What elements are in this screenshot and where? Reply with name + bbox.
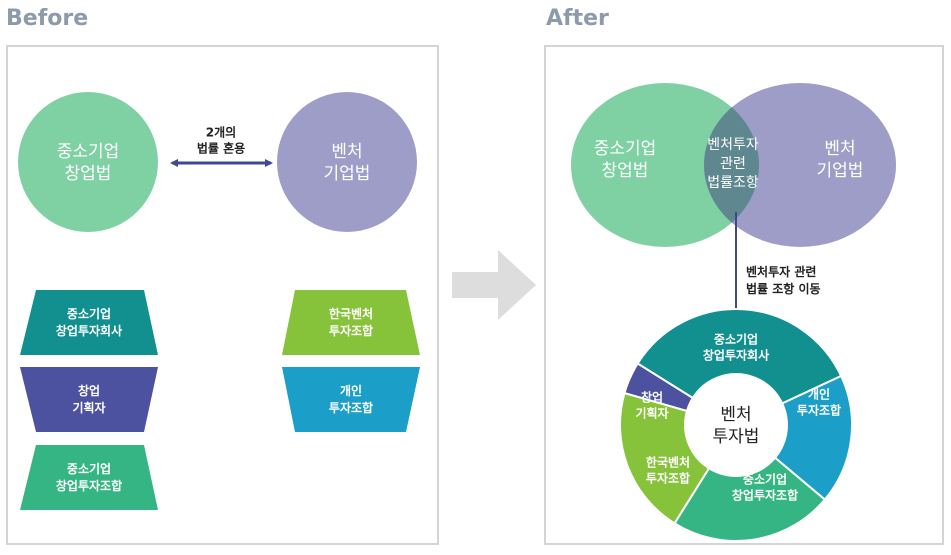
- after-heading: After: [546, 6, 609, 31]
- startup-planner-shape: [20, 367, 158, 432]
- sme-investment-fund-shape: [20, 445, 158, 510]
- venn-sme-startup-law: [571, 83, 759, 247]
- venture-business-law-circle: [277, 92, 417, 232]
- before-heading: Before: [6, 6, 89, 31]
- transition-arrow-icon: [452, 250, 536, 320]
- korea-venture-fund-shape: [282, 290, 420, 355]
- venn-venture-business-law: [704, 83, 896, 247]
- sme-investment-company-shape: [20, 290, 158, 355]
- ring-center-hole: [684, 373, 788, 477]
- venture-investment-law-ring: [619, 308, 853, 542]
- individual-fund-shape: [282, 367, 420, 432]
- sme-startup-law-circle: [18, 92, 158, 232]
